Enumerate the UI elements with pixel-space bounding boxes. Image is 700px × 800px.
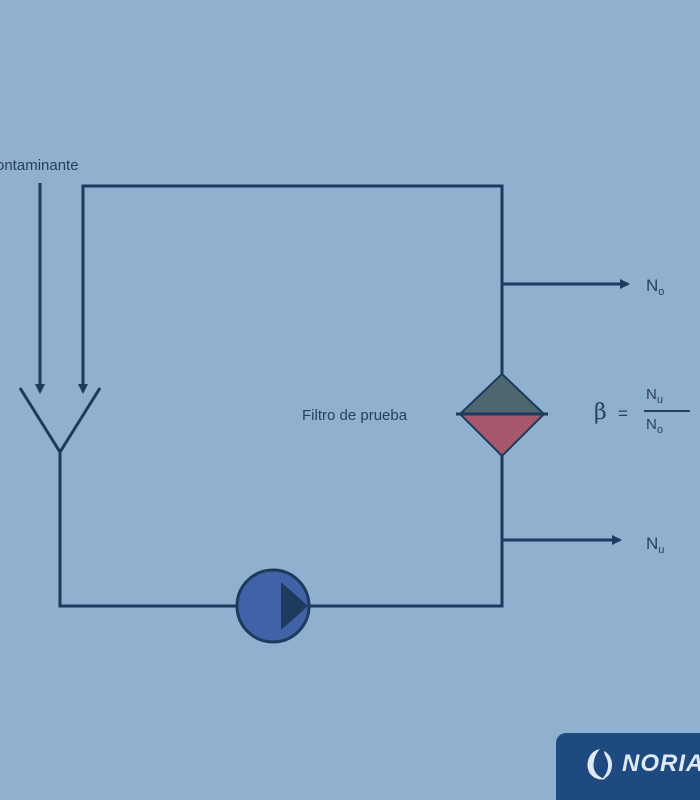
downstream-count-label: Nu — [646, 534, 665, 556]
formula-denominator: No — [646, 416, 663, 436]
fraction-bar — [644, 410, 690, 412]
bottom-loop-right — [310, 456, 504, 608]
recirculation-line — [81, 184, 504, 392]
upstream-count-label: No — [646, 276, 665, 298]
pump-icon — [235, 568, 311, 644]
contaminant-label: ontaminante — [0, 157, 79, 174]
filter-upper-half — [457, 372, 547, 415]
bottom-loop-left — [58, 452, 238, 608]
test-filter — [456, 372, 548, 458]
noria-logo: NORIA — [556, 733, 700, 800]
logo-text: NORIA — [622, 750, 700, 777]
equals-sign: = — [618, 404, 628, 423]
noria-swoosh-icon — [587, 749, 612, 780]
filter-label: Filtro de prueba — [302, 407, 408, 424]
mixing-funnel — [18, 387, 102, 455]
formula-numerator: Nu — [646, 386, 663, 406]
filter-lower-half — [457, 413, 547, 458]
beta-symbol: β — [594, 400, 607, 425]
